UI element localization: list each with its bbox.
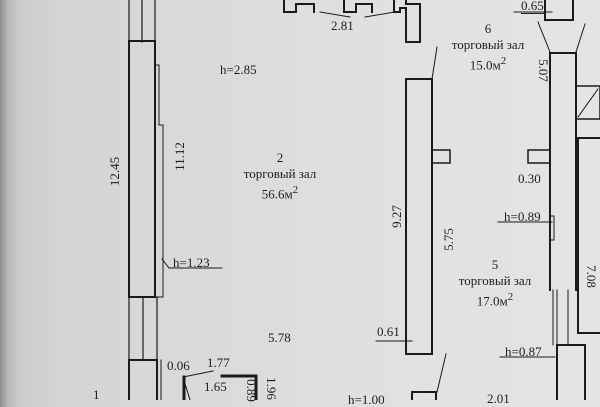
room-5-label: 5 торговый зал 17.0м2 [440, 257, 550, 309]
room-2-name: торговый зал [243, 166, 317, 181]
room-6-number: 6 [484, 21, 492, 36]
height-1-23: h=1.23 [173, 255, 210, 270]
room-6-label: 6 торговый зал 15.0м2 [433, 21, 543, 73]
right-wall [527, 0, 600, 400]
height-0-87: h=0.87 [505, 344, 542, 359]
dimension-12-45: 12.45 [107, 156, 123, 187]
room-2-area-wrap: 56.6м2 [225, 182, 335, 202]
left-wall [128, 0, 164, 400]
dimension-1-77: 1.77 [207, 355, 230, 370]
dimension-1-96: 1.96 [263, 377, 279, 400]
dimension-2-81: 2.81 [331, 18, 354, 33]
dimension-0-89: 0.89 [243, 379, 259, 402]
room-2-number: 2 [276, 150, 284, 165]
room-2-area-unit: 2 [292, 184, 299, 196]
dimension-0-61: 0.61 [377, 324, 400, 339]
room-5-name: торговый зал [458, 273, 532, 288]
room-2-label: 2 торговый зал 56.6м2 [225, 150, 335, 202]
room-5-area-wrap: 17.0м2 [440, 289, 550, 309]
leader-lines [161, 11, 556, 358]
ceiling-height-label: h=2.85 [220, 62, 257, 77]
room-6-area-unit: 2 [500, 55, 507, 67]
dimension-0-06: 0.06 [167, 358, 190, 373]
small-closet [182, 370, 258, 400]
dimension-5-75: 5.75 [440, 228, 456, 251]
dimension-11-12: 11.12 [171, 142, 187, 171]
dimension-1-65: 1.65 [204, 379, 227, 394]
room-6-name: торговый зал [451, 37, 525, 52]
room-5-area: 17.0м [476, 293, 508, 309]
room-5-number: 5 [491, 257, 499, 272]
dimension-2-01: 2.01 [487, 391, 510, 406]
room-6-area-wrap: 15.0м2 [433, 53, 543, 73]
top-openings [283, 0, 421, 43]
central-partition [405, 46, 451, 400]
dimension-0-30: 0.30 [518, 171, 541, 186]
room-1-number: 1 [93, 387, 100, 402]
dimension-7-08: 7.08 [583, 265, 599, 288]
room-6-area: 15.0м [469, 57, 501, 73]
dimension-5-78: 5.78 [268, 330, 291, 345]
dimension-9-27: 9.27 [388, 205, 404, 228]
height-0-89: h=0.89 [504, 209, 541, 224]
room-2-area: 56.6м [261, 186, 293, 202]
dimension-0-65: 0.65 [521, 0, 544, 14]
room-5-area-unit: 2 [507, 291, 514, 303]
